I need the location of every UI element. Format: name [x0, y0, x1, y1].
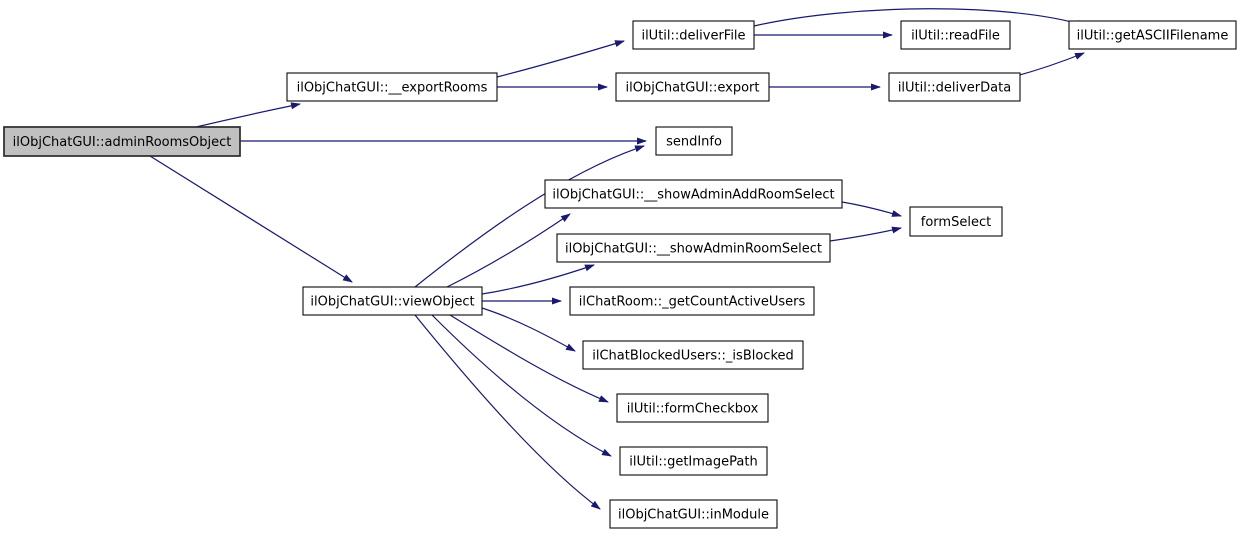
node-box-getCountActiveUsers[interactable]: [569, 286, 815, 316]
node-box-deliverFile[interactable]: [632, 20, 755, 50]
node-getCountActiveUsers[interactable]: ilChatRoom::_getCountActiveUsers: [569, 286, 815, 316]
node-box-getASCIIFilename[interactable]: [1068, 20, 1237, 50]
node-label-showAdminAddRoomSelect: ilObjChatGUI::__showAdminAddRoomSelect: [552, 188, 834, 203]
node-box-formCheckbox[interactable]: [616, 393, 769, 423]
node-label-getCountActiveUsers: ilChatRoom::_getCountActiveUsers: [579, 295, 806, 310]
edge-viewObject-to-showAdminRoomSelect: [481, 264, 595, 295]
edge-viewObject-to-formCheckbox: [449, 314, 609, 403]
node-getImagePath[interactable]: ilUtil::getImagePath: [619, 446, 768, 476]
node-label-readFile: ilUtil::readFile: [911, 29, 1000, 44]
node-label-deliverData: ilUtil::deliverData: [898, 81, 1011, 96]
node-box-viewObject[interactable]: [302, 286, 483, 316]
node-label-formCheckbox: ilUtil::formCheckbox: [627, 402, 759, 417]
node-box-readFile[interactable]: [900, 20, 1011, 50]
node-box-getImagePath[interactable]: [619, 446, 768, 476]
node-label-export: ilObjChatGUI::export: [626, 81, 760, 96]
node-inModule[interactable]: ilObjChatGUI::inModule: [609, 499, 778, 529]
edge-showAdminAddRoomSelect-to-formSelect: [841, 201, 902, 217]
node-box-inModule[interactable]: [609, 499, 778, 529]
node-sendInfo[interactable]: sendInfo: [655, 126, 733, 156]
node-label-inModule: ilObjChatGUI::inModule: [618, 508, 769, 523]
node-box-sendInfo[interactable]: [655, 126, 733, 156]
node-label-adminRoomsObject: ilObjChatGUI::adminRoomsObject: [13, 135, 232, 150]
node-exportRooms[interactable]: ilObjChatGUI::__exportRooms: [286, 72, 498, 102]
node-adminRoomsObject: ilObjChatGUI::adminRoomsObject: [3, 126, 241, 157]
node-formCheckbox[interactable]: ilUtil::formCheckbox: [616, 393, 769, 423]
node-label-exportRooms: ilObjChatGUI::__exportRooms: [297, 81, 488, 96]
node-box-adminRoomsObject: [3, 126, 241, 157]
node-readFile[interactable]: ilUtil::readFile: [900, 20, 1011, 50]
node-box-isBlocked[interactable]: [582, 340, 804, 370]
node-formSelect[interactable]: formSelect: [909, 206, 1003, 237]
node-label-deliverFile: ilUtil::deliverFile: [641, 29, 745, 44]
node-box-showAdminAddRoomSelect[interactable]: [544, 179, 843, 209]
edge-deliverFile-to-getASCIIFilename: [753, 8, 1087, 27]
node-isBlocked[interactable]: ilChatBlockedUsers::_isBlocked: [582, 340, 804, 370]
node-viewObject[interactable]: ilObjChatGUI::viewObject: [302, 286, 483, 316]
node-box-showAdminRoomSelect[interactable]: [556, 233, 831, 263]
edge-deliverData-to-getASCIIFilename: [1015, 52, 1085, 77]
node-label-getASCIIFilename: ilUtil::getASCIIFilename: [1077, 29, 1229, 44]
edges-layer: [149, 8, 1087, 510]
node-box-formSelect[interactable]: [909, 206, 1003, 237]
node-label-viewObject: ilObjChatGUI::viewObject: [310, 295, 474, 310]
edge-viewObject-to-getImagePath: [431, 314, 612, 457]
edge-viewObject-to-isBlocked: [481, 307, 576, 352]
edge-exportRooms-to-deliverFile: [496, 40, 625, 78]
nodes-layer: ilObjChatGUI::adminRoomsObjectilObjChatG…: [3, 20, 1237, 529]
edge-adminRoomsObject-to-viewObject: [149, 155, 353, 283]
edge-viewObject-to-inModule: [414, 314, 601, 510]
node-showAdminAddRoomSelect[interactable]: ilObjChatGUI::__showAdminAddRoomSelect: [544, 179, 843, 209]
node-label-showAdminRoomSelect: ilObjChatGUI::__showAdminRoomSelect: [565, 242, 822, 257]
edge-showAdminRoomSelect-to-formSelect: [829, 226, 902, 242]
node-label-isBlocked: ilChatBlockedUsers::_isBlocked: [592, 349, 794, 364]
edge-viewObject-to-sendInfo: [414, 145, 645, 288]
node-deliverData[interactable]: ilUtil::deliverData: [888, 72, 1021, 102]
node-label-getImagePath: ilUtil::getImagePath: [629, 455, 757, 470]
node-showAdminRoomSelect[interactable]: ilObjChatGUI::__showAdminRoomSelect: [556, 233, 831, 263]
node-label-formSelect: formSelect: [921, 215, 991, 230]
node-label-sendInfo: sendInfo: [666, 135, 722, 150]
edge-viewObject-to-showAdminAddRoomSelect: [446, 213, 571, 288]
node-deliverFile[interactable]: ilUtil::deliverFile: [632, 20, 755, 50]
node-getASCIIFilename[interactable]: ilUtil::getASCIIFilename: [1068, 20, 1237, 50]
node-export[interactable]: ilObjChatGUI::export: [615, 72, 770, 102]
edge-adminRoomsObject-to-exportRooms: [195, 102, 301, 128]
node-box-exportRooms[interactable]: [286, 72, 498, 102]
node-box-deliverData[interactable]: [888, 72, 1021, 102]
node-box-export[interactable]: [615, 72, 770, 102]
